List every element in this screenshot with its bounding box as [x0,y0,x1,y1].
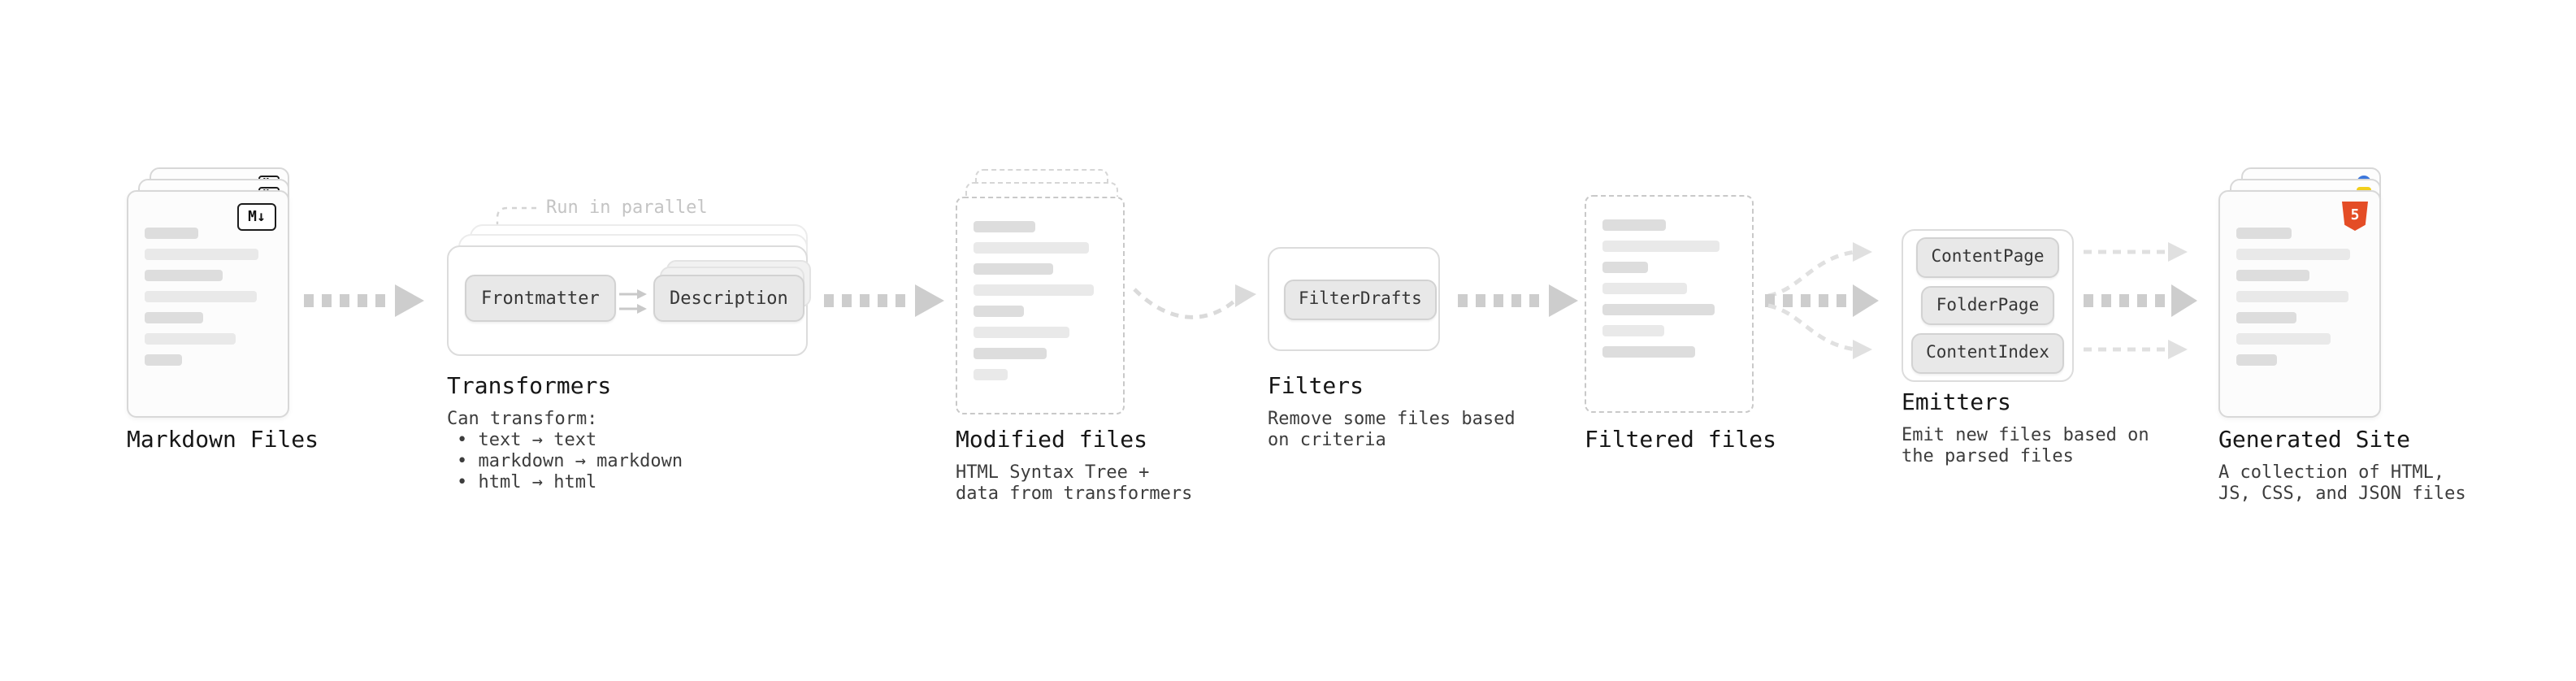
emitter-chip-contentindex: ContentIndex [1911,333,2064,374]
modified-files-caption-line-1: HTML Syntax Tree + [956,462,1150,483]
filters-caption-line-2: on criteria [1268,429,1386,450]
generated-file-front: 5 [2218,190,2381,418]
markdown-file-front: M↓ [127,190,289,418]
text-line-bar [145,291,257,302]
transform-step-arrows [619,289,647,314]
text-line-bar [2236,249,2351,260]
html5-icon: 5 [2342,202,2368,231]
text-line-bar [2236,354,2277,366]
text-line-bar [974,263,1054,275]
stage-title-modified-files: Modified files [956,427,1148,453]
text-line-bar [145,312,203,323]
text-line-bar [145,354,183,366]
text-line-bar [974,242,1089,254]
emitter-chip-contentpage: ContentPage [1916,237,2059,278]
flow-arrow-filters-to-filtered [1458,284,1578,317]
text-line-bar [1602,219,1667,231]
document-text-lines [145,228,271,366]
text-line-bar [145,249,259,260]
text-line-bar [1602,325,1664,336]
modified-files-caption-line-2: data from transformers [956,483,1193,504]
emitters-caption-line-2: the parsed files [1902,445,2074,466]
text-line-bar [974,327,1070,338]
transformer-chip-description: Description [653,275,804,322]
flow-arrows-emitters-to-generated [2084,242,2197,359]
stage-title-filters: Filters [1268,374,1364,400]
text-line-bar [2236,333,2331,345]
text-line-bar [974,369,1008,380]
document-text-lines [974,221,1107,380]
transformers-caption-heading: Can transform: [447,408,598,429]
flow-arrows-filtered-to-emitters [1765,242,1879,359]
filters-caption-line-1: Remove some files based [1268,408,1516,429]
transformers-bullet-markdown: • markdown → markdown [457,450,683,471]
text-line-bar [145,333,236,345]
text-line-bar [2236,312,2297,323]
document-text-lines [1602,219,1736,358]
parallel-note-connector [496,206,536,242]
emitter-chip-folderpage: FolderPage [1921,285,2054,326]
text-line-bar [1602,262,1648,273]
filter-chip-filterdrafts: FilterDrafts [1284,280,1437,319]
generated-site-caption-line-1: A collection of HTML, [2218,462,2445,483]
run-in-parallel-note: Run in parallel [546,197,708,218]
text-line-bar [1602,346,1696,358]
text-line-bar [1602,283,1688,294]
stage-title-transformers: Transformers [447,374,612,400]
generated-site-caption-line-2: JS, CSS, and JSON files [2218,483,2466,504]
text-line-bar [145,270,223,281]
text-line-bar [974,221,1035,232]
text-line-bar [2236,228,2292,239]
stage-title-markdown-files: Markdown Files [127,427,319,453]
flow-arrow-modified-to-filters [1133,284,1256,319]
flow-arrow-transformers-to-modified [824,284,944,317]
text-line-bar [1602,241,1720,252]
emitters-caption-line-1: Emit new files based on [1902,424,2149,445]
modified-file-doc [956,197,1125,414]
stage-title-emitters: Emitters [1902,390,2011,416]
text-line-bar [145,228,198,239]
transformers-bullet-text: • text → text [457,429,597,450]
text-line-bar [2236,270,2310,281]
document-text-lines [2236,228,2363,366]
text-line-bar [1602,304,1715,315]
text-line-bar [2236,291,2348,302]
markdown-icon: M↓ [237,203,276,231]
filtered-file-doc [1585,195,1754,413]
stage-title-filtered-files: Filtered files [1585,427,1777,453]
text-line-bar [974,348,1047,359]
text-line-bar [974,306,1025,317]
transformer-chip-frontmatter: Frontmatter [465,275,616,322]
flow-arrow-markdown-to-transformers [304,284,424,317]
emitters-frame: ContentPage FolderPage ContentIndex [1902,229,2074,382]
stage-title-generated-site: Generated Site [2218,427,2411,453]
transformers-bullet-html: • html → html [457,471,597,492]
text-line-bar [974,284,1094,296]
